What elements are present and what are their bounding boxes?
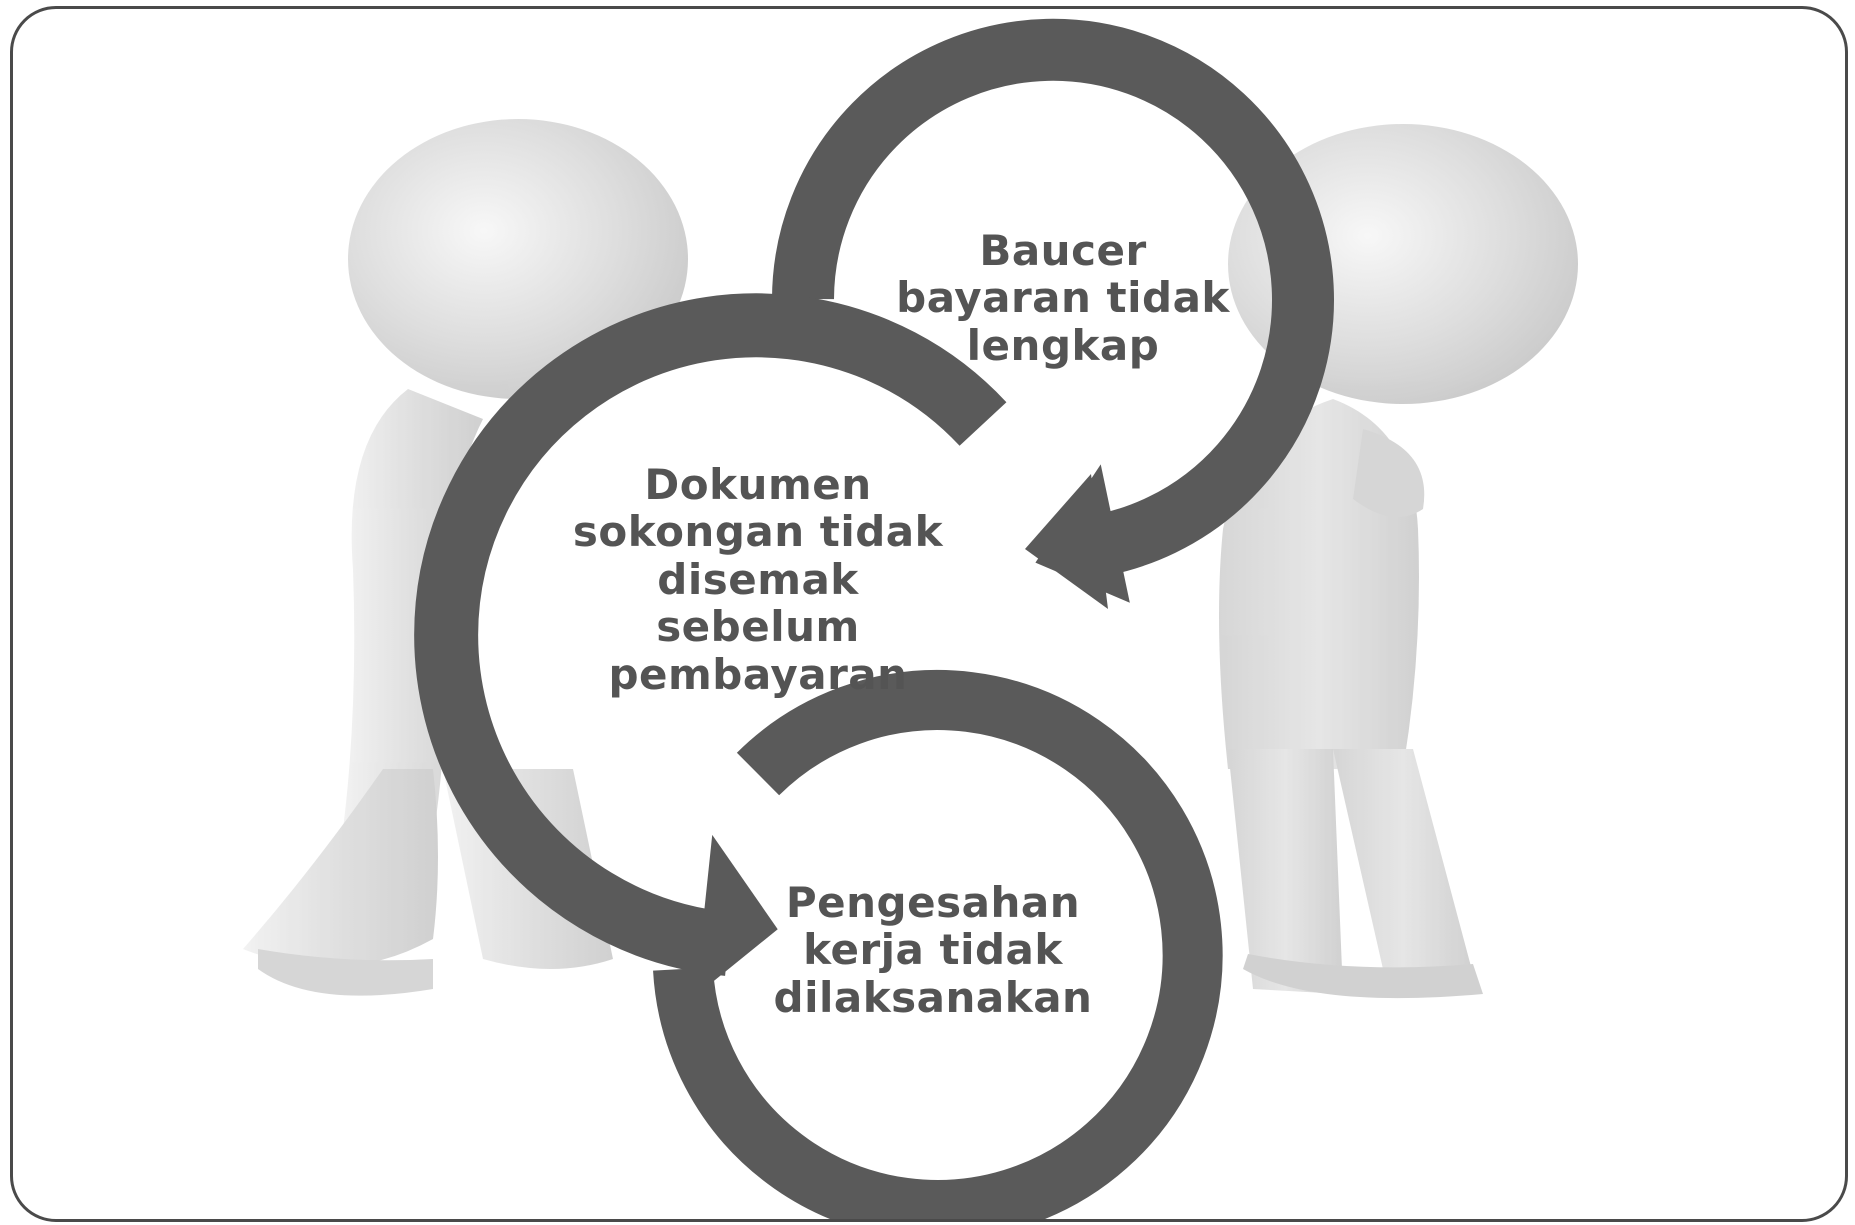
cycle-arrow-1 bbox=[772, 18, 1334, 609]
diagram-frame: Baucer bayaran tidak lengkap Dokumen sok… bbox=[10, 6, 1848, 1222]
cycle-arrow-2 bbox=[414, 293, 1007, 996]
cycle-arrow-3 bbox=[653, 670, 1223, 1219]
step-label-3: Pengesahan kerja tidak dilaksanakan bbox=[773, 878, 1093, 1022]
step-label-2: Dokumen sokongan tidak disemak sebelum p… bbox=[572, 460, 944, 699]
diagram-canvas bbox=[243, 18, 1578, 1219]
step-label-1: Baucer bayaran tidak lengkap bbox=[896, 226, 1230, 370]
